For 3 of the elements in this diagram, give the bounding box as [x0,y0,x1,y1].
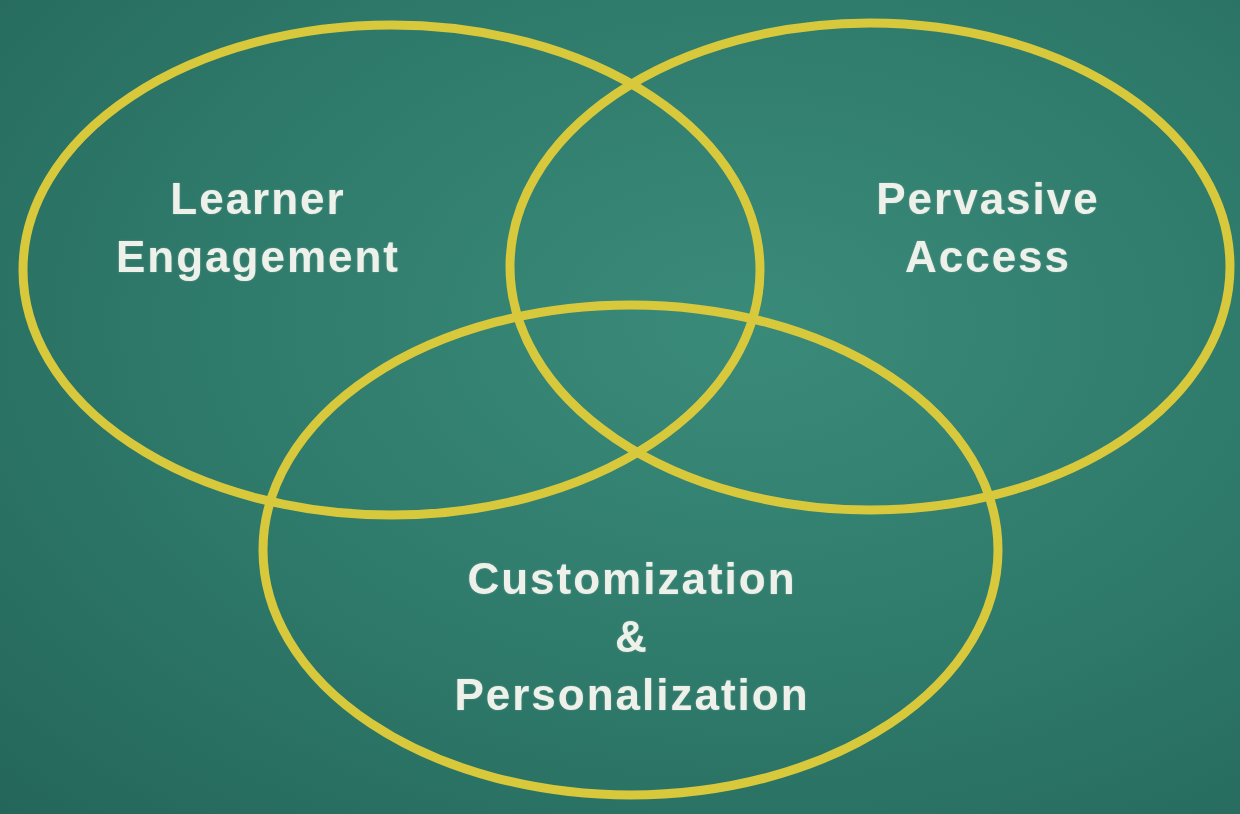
set-label: Learner Engagement [116,173,400,283]
set-label: Customization & Personalization [454,553,810,721]
set-label: Pervasive Access [876,173,1100,283]
